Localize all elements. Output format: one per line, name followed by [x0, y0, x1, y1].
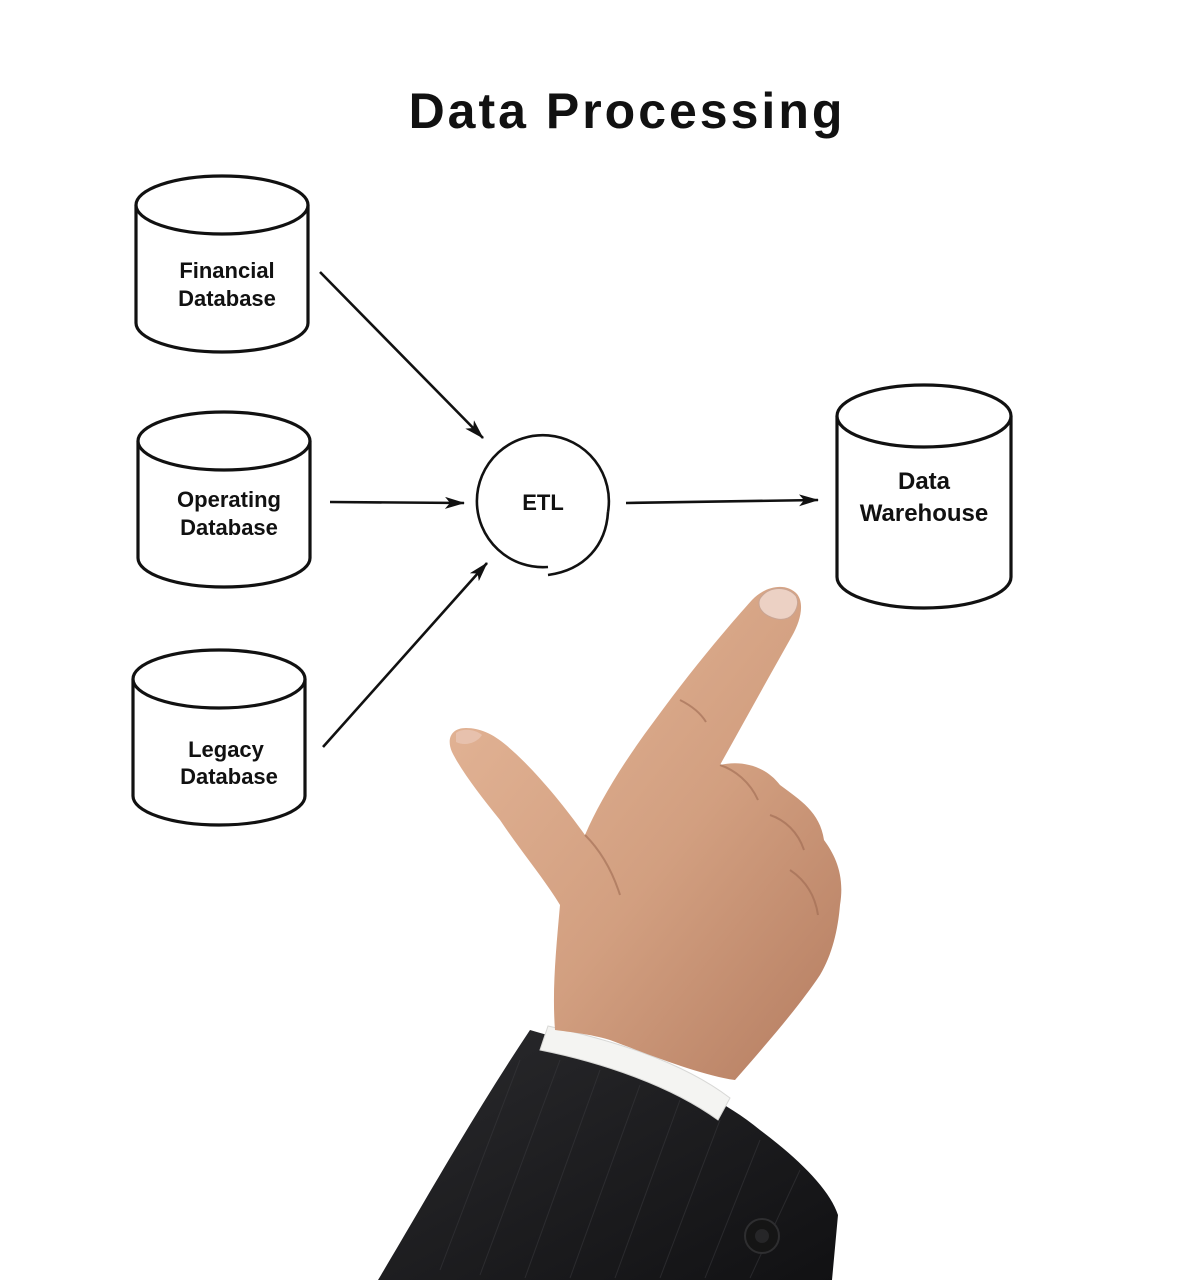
etl-circle [475, 433, 611, 569]
legacy-database-cylinder-body [131, 679, 307, 827]
financial-database-cylinder-top [134, 174, 310, 236]
data-warehouse-cylinder-body [835, 416, 1013, 610]
edge-financial-to-etl [319, 271, 484, 439]
operating-database-cylinder-top [136, 410, 312, 472]
suit-sleeve [378, 1030, 838, 1280]
edge-etl-to-warehouse [625, 494, 819, 507]
pointing-hand-photo [378, 586, 842, 1280]
legacy-database-cylinder-top [131, 648, 307, 710]
legacy-database-label-line2: Database [180, 764, 278, 789]
legacy-database-label-line1: Legacy [188, 737, 265, 762]
data-warehouse-cylinder-top [835, 383, 1013, 449]
data-warehouse-node: Data Warehouse [835, 383, 1013, 610]
financial-database-cylinder-body [134, 205, 310, 354]
financial-database-node: Financial Database [134, 174, 310, 354]
operating-database-label-line2: Database [180, 515, 278, 540]
hand [449, 586, 842, 1080]
data-warehouse-label-line1: Data [898, 468, 951, 495]
operating-database-cylinder-body [136, 441, 312, 589]
edge-operating-to-etl [329, 496, 465, 509]
operating-database-node: Operating Database [136, 410, 312, 589]
fingernail [758, 588, 799, 620]
etl-circle-tail [547, 511, 610, 577]
edge-legacy-to-etl [322, 562, 488, 748]
etl-node: ETL [475, 433, 611, 577]
shirt-cuff [539, 1025, 731, 1121]
diagram-title: Data Processing [409, 83, 846, 139]
data-warehouse-label-line2: Warehouse [860, 500, 988, 527]
legacy-database-node: Legacy Database [131, 648, 307, 827]
financial-database-label-line1: Financial [179, 258, 274, 283]
financial-database-label-line2: Database [178, 286, 276, 311]
etl-label: ETL [522, 490, 564, 515]
operating-database-label-line1: Operating [177, 487, 281, 512]
